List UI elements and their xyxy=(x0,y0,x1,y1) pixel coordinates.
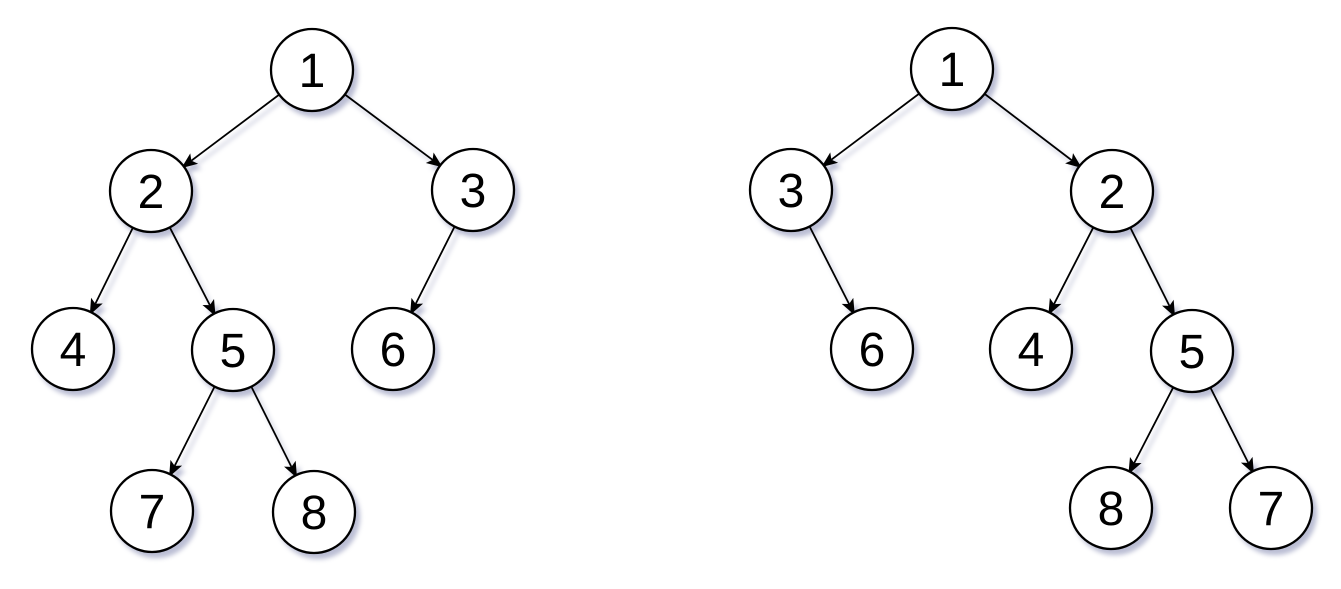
tree1-edge-2-5 xyxy=(168,226,211,306)
tree1-edge-1-3 xyxy=(343,93,434,161)
tree2-node-1-label: 1 xyxy=(939,44,966,97)
tree2-node-8-label: 8 xyxy=(1098,483,1125,536)
tree2-edge-1-3 xyxy=(830,92,921,161)
original-binary-tree: 1 2 3 4 5 6 7 8 xyxy=(30,27,516,555)
tree2-node-3-circle xyxy=(748,147,834,233)
tree1-arrowhead-5-8 xyxy=(284,460,298,479)
tree1-edge-3-6 xyxy=(414,225,456,305)
tree2-node-8-circle xyxy=(1068,465,1154,551)
tree2-edge-2-4 xyxy=(1053,226,1095,305)
tree2-edge-2-5 xyxy=(1129,226,1171,307)
tree1-node-4-label: 4 xyxy=(60,324,87,377)
tree1-node-5-label: 5 xyxy=(220,325,247,378)
tree2-edge-5-7 xyxy=(1209,386,1250,464)
tree1-node-8-label: 8 xyxy=(301,487,328,540)
tree1-node-8-circle xyxy=(271,469,357,555)
tree1-node-3-circle xyxy=(430,147,516,233)
tree1-arrowhead-3-6 xyxy=(410,297,424,316)
tree2-edge-5-8 xyxy=(1133,386,1175,464)
tree1-node-7-circle xyxy=(109,468,195,554)
tree1-node-1-circle xyxy=(269,27,355,113)
tree2-node-3-label: 3 xyxy=(778,165,805,218)
tree2-node-6-circle xyxy=(829,306,915,392)
tree2-node-2-circle xyxy=(1069,148,1155,234)
tree2-node-6-label: 6 xyxy=(859,324,886,377)
tree2-edge-3-6 xyxy=(808,225,850,305)
tree2-node-1-circle xyxy=(909,26,995,112)
tree2-edge-1-2 xyxy=(983,92,1073,162)
tree1-arrowhead-1-2 xyxy=(181,153,199,169)
tree2-arrowhead-2-4 xyxy=(1048,297,1062,316)
tree1-edge-1-2 xyxy=(190,93,281,162)
tree2-node-4-circle xyxy=(988,306,1074,392)
tree2-arrowhead-5-8 xyxy=(1128,457,1142,475)
mirrored-binary-tree: 1 3 2 6 4 5 8 7 xyxy=(748,26,1314,551)
tree2-arrowhead-1-2 xyxy=(1065,153,1082,168)
tree2-node-7-circle xyxy=(1228,465,1314,551)
tree1-node-3-label: 3 xyxy=(460,165,487,218)
tree1-arrowhead-2-5 xyxy=(202,299,216,317)
tree2-arrowhead-1-3 xyxy=(821,152,839,168)
tree2-node-2-label: 2 xyxy=(1099,166,1126,219)
tree1-node-1-label: 1 xyxy=(299,45,326,98)
tree1-arrowhead-1-3 xyxy=(425,152,443,168)
tree1-edge-5-7 xyxy=(173,385,216,467)
tree1-node-5-circle xyxy=(190,307,276,393)
tree1-node-4-circle xyxy=(30,306,116,392)
tree2-node-4-label: 4 xyxy=(1018,324,1045,377)
tree1-node-7-label: 7 xyxy=(139,486,166,539)
tree2-node-5-label: 5 xyxy=(1179,326,1206,379)
tree1-arrowhead-5-7 xyxy=(169,459,183,478)
tree2-arrowhead-5-7 xyxy=(1240,456,1254,475)
tree1-edge-5-8 xyxy=(250,385,293,468)
tree1-node-2-circle xyxy=(108,148,194,234)
tree1-node-2-label: 2 xyxy=(138,166,165,219)
tree1-arrowhead-2-4 xyxy=(89,297,103,315)
tree1-node-6-circle xyxy=(350,306,436,392)
tree2-arrowhead-3-6 xyxy=(841,297,855,316)
tree2-node-7-label: 7 xyxy=(1258,483,1285,536)
tree2-node-5-circle xyxy=(1149,308,1235,394)
tree1-node-6-label: 6 xyxy=(380,324,407,377)
tree2-arrowhead-2-5 xyxy=(1162,299,1176,318)
tree1-edge-2-4 xyxy=(94,226,135,305)
